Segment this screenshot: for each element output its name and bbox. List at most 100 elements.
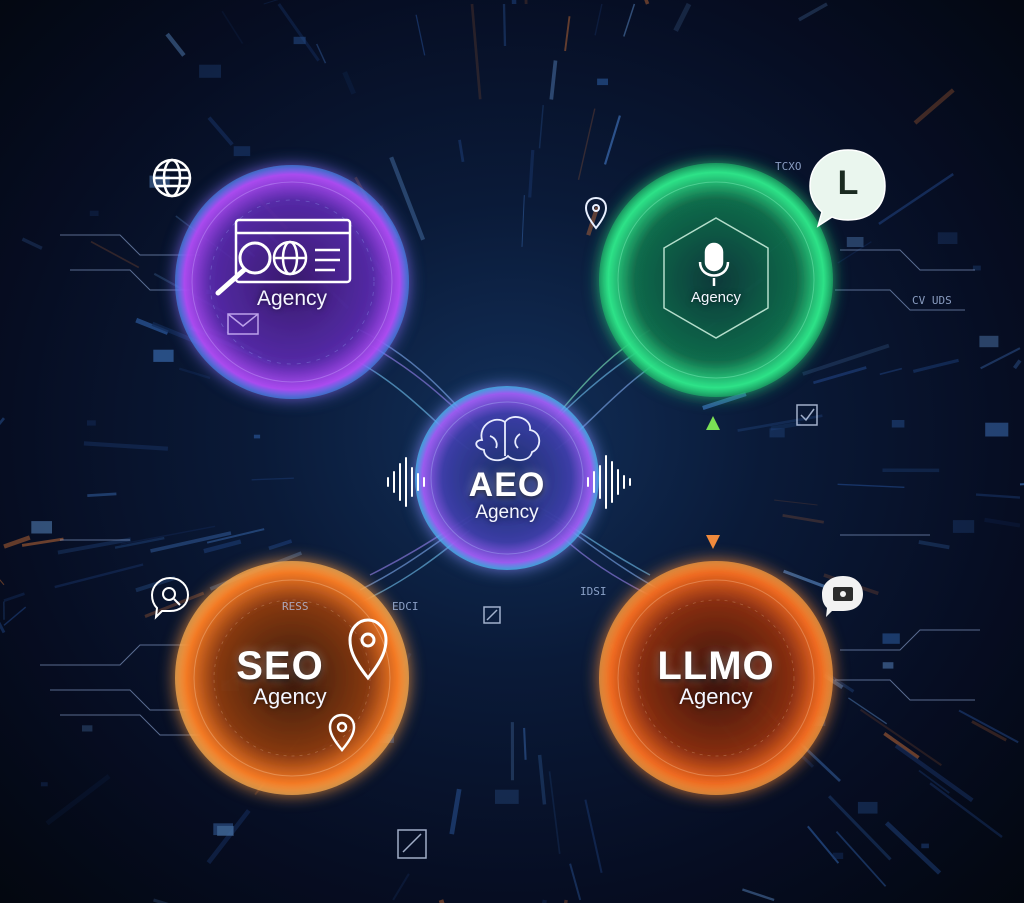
node-seo-agency	[175, 561, 409, 795]
edge-voice-llmo	[706, 416, 720, 549]
data-streak	[859, 708, 942, 767]
magnifier-icon	[215, 241, 272, 296]
data-streak	[207, 116, 234, 146]
data-streak	[392, 873, 410, 901]
data-block	[153, 349, 174, 362]
data-streak	[206, 528, 265, 544]
data-streak	[827, 795, 892, 861]
data-block	[891, 420, 905, 428]
data-streak	[702, 391, 747, 411]
data-streak	[277, 3, 320, 62]
data-block	[832, 852, 844, 859]
data-streak	[206, 809, 251, 865]
image-chat-icon	[822, 576, 863, 617]
data-streak	[458, 139, 465, 163]
data-block	[972, 265, 981, 271]
data-streak	[984, 517, 1021, 528]
data-streak	[144, 591, 205, 618]
data-streak	[449, 788, 462, 835]
data-block	[82, 725, 93, 732]
data-streak	[3, 535, 31, 549]
location-pin-small-icon	[328, 713, 356, 752]
data-block	[882, 662, 894, 669]
data-block	[253, 434, 261, 439]
data-streak	[884, 821, 942, 875]
sound-wave-icon-right	[587, 455, 631, 509]
data-streak	[894, 743, 974, 803]
data-streak	[813, 366, 867, 385]
data-streak	[569, 863, 582, 901]
voice-code-text-2: CV UDS	[912, 294, 952, 307]
llmo-agency-label: Agency	[679, 684, 753, 709]
data-block	[40, 782, 48, 787]
data-streak	[975, 493, 1021, 499]
microphone-icon	[698, 242, 730, 286]
data-streak	[528, 149, 535, 198]
data-streak	[470, 3, 482, 100]
data-streak	[774, 499, 818, 506]
chat-bubble-letter: L	[837, 164, 859, 202]
data-block	[87, 420, 96, 426]
data-streak	[114, 536, 165, 549]
data-streak	[807, 825, 840, 864]
data-streak	[1012, 359, 1022, 370]
data-streak	[564, 16, 571, 52]
data-block	[921, 843, 929, 849]
data-block	[217, 825, 234, 836]
data-streak	[57, 537, 132, 555]
data-streak	[737, 414, 823, 432]
data-streak	[165, 32, 186, 57]
data-streak	[835, 830, 887, 887]
data-streak	[21, 237, 43, 250]
data-streak	[837, 483, 905, 488]
data-streak	[0, 579, 5, 586]
data-block	[233, 146, 251, 157]
data-streak	[0, 417, 6, 426]
data-streak	[3, 592, 25, 602]
data-block	[846, 237, 864, 247]
data-block	[979, 335, 999, 348]
envelope-icon	[227, 313, 259, 335]
data-streak	[913, 88, 955, 125]
data-streak	[929, 782, 1003, 839]
data-streak	[203, 539, 242, 554]
node-aeo-agency	[415, 386, 599, 570]
data-streak	[958, 709, 1019, 744]
brain-icon	[475, 416, 541, 462]
data-block	[31, 521, 52, 534]
data-block	[882, 633, 900, 644]
data-streak	[548, 771, 561, 855]
data-streak	[135, 317, 169, 335]
browser-window-icon	[234, 218, 352, 284]
voice-agency-label: Agency	[690, 289, 742, 306]
data-streak	[153, 898, 169, 903]
data-block	[213, 823, 233, 836]
data-block	[293, 36, 306, 45]
data-streak	[883, 731, 920, 760]
globe-outside-icon	[152, 158, 192, 198]
data-block	[597, 78, 608, 86]
data-streak	[918, 540, 950, 550]
data-streak	[21, 537, 64, 547]
globe-icon	[272, 240, 308, 276]
data-streak	[221, 10, 244, 45]
data-streak	[54, 563, 144, 589]
data-block	[89, 210, 99, 216]
data-streak	[912, 358, 959, 373]
data-streak	[673, 2, 692, 32]
data-streak	[521, 195, 525, 247]
data-streak	[770, 421, 801, 431]
node-web-agency	[175, 165, 409, 399]
web-agency-label: Agency	[256, 287, 328, 310]
data-block	[495, 789, 519, 804]
data-streak	[980, 347, 1021, 370]
data-streak	[537, 754, 547, 805]
node-llmo-agency	[599, 561, 833, 795]
data-streak	[594, 3, 603, 36]
data-streak	[45, 774, 111, 826]
data-streak	[837, 241, 872, 264]
data-streak	[389, 156, 426, 241]
data-streak	[87, 492, 117, 497]
